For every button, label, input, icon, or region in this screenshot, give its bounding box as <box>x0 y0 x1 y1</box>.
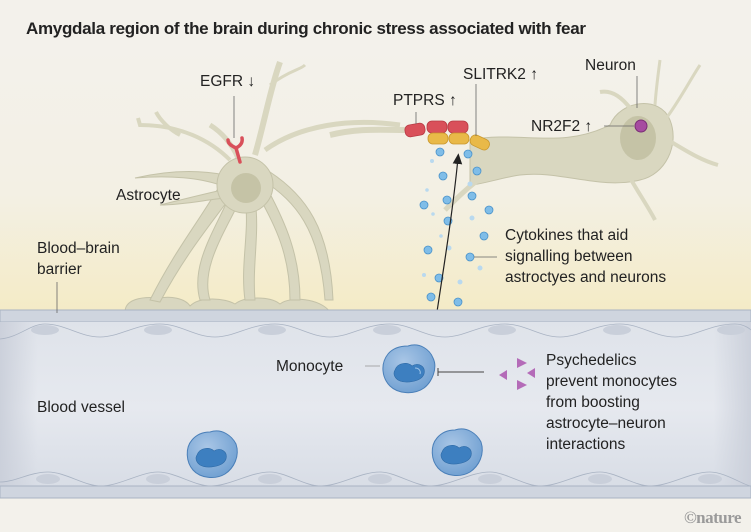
label-cytokines-line2: signalling between <box>505 248 633 265</box>
endothelial-cells-bottom <box>0 471 751 487</box>
label-psychedelics-line2: prevent monocytes <box>546 373 677 390</box>
label-slitrk2: SLITRK2 ↑ <box>463 66 538 83</box>
nature-credit: ©nature <box>683 508 742 527</box>
label-cytokines-line1: Cytokines that aid <box>505 227 629 244</box>
cytokine-particles <box>419 147 494 307</box>
label-neuron: Neuron <box>585 57 636 74</box>
label-psychedelics-line3: from boosting <box>546 394 640 411</box>
endothelial-nuclei-top <box>31 325 745 335</box>
label-bbb-line1: Blood–brain <box>37 240 120 257</box>
label-ptprs: PTPRS ↑ <box>393 92 457 109</box>
diagram-title: Amygdala region of the brain during chro… <box>26 19 586 38</box>
monocyte-lower-left <box>186 430 238 478</box>
endothelial-cells-top <box>0 323 751 340</box>
label-astrocyte: Astrocyte <box>116 187 181 204</box>
ptprs-proteins <box>404 120 469 138</box>
vessel-top-wall <box>0 309 751 323</box>
label-blood-vessel: Blood vessel <box>37 399 125 416</box>
label-psychedelics-line5: interactions <box>546 436 626 453</box>
neuron-cell <box>443 59 719 221</box>
cytokine-small-particles <box>422 159 483 285</box>
label-psychedelics-line1: Psychedelics <box>546 352 637 369</box>
nr2f2-marker <box>634 119 648 133</box>
monocyte-lower-middle <box>431 428 483 476</box>
endothelial-nuclei-bottom <box>36 474 722 484</box>
label-monocyte: Monocyte <box>276 358 344 375</box>
vessel-bottom-wall <box>0 485 751 499</box>
slitrk2-proteins <box>427 132 490 151</box>
inhibition-line <box>437 368 484 376</box>
egfr-receptor <box>226 136 244 164</box>
astrocyte-neuron-process <box>329 126 406 138</box>
label-egfr: EGFR ↓ <box>200 73 256 90</box>
label-bbb-line2: barrier <box>37 261 82 278</box>
psychedelic-molecules <box>499 358 535 390</box>
vessel-side-shading <box>0 322 751 494</box>
monocyte-main <box>382 344 436 394</box>
label-nr2f2: NR2F2 ↑ <box>531 118 593 135</box>
astrocyte-nucleus <box>231 173 261 203</box>
label-cytokines-line3: astroctyes and neurons <box>505 269 667 286</box>
label-psychedelics-line4: astrocyte–neuron <box>546 415 666 432</box>
